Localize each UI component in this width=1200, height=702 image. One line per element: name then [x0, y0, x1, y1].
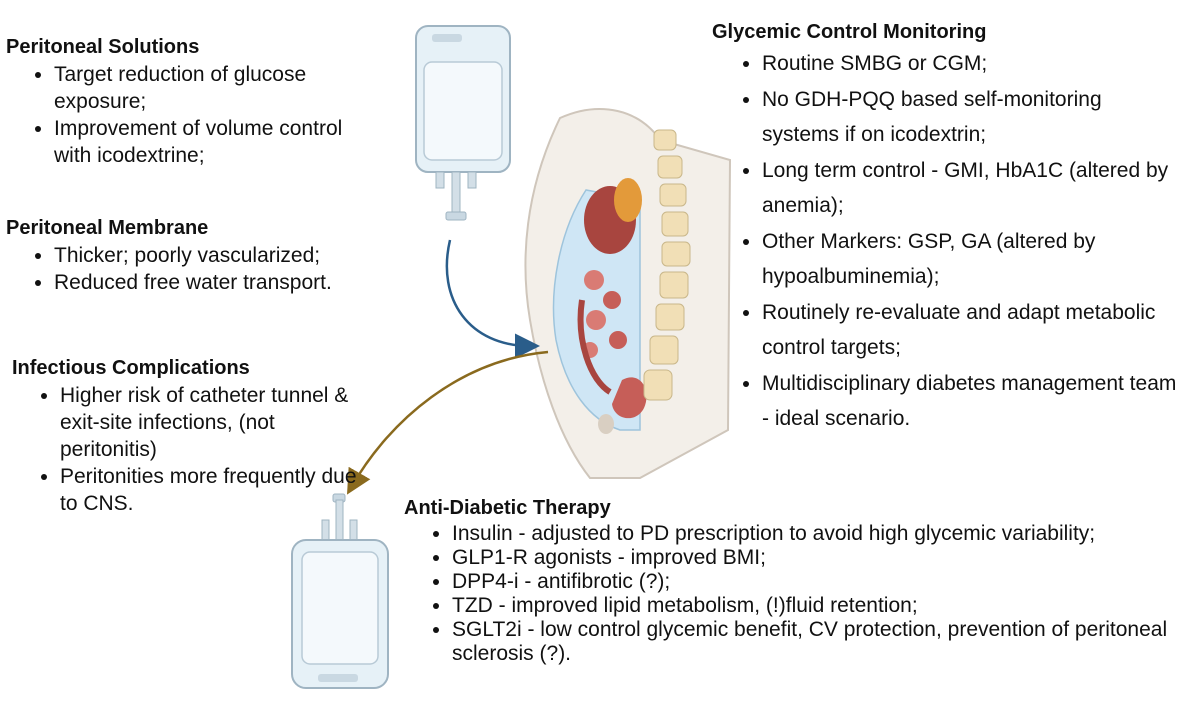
infectious-complications-section: Infectious Complications Higher risk of … — [12, 356, 362, 517]
list-item: Improvement of volume control with icode… — [54, 115, 366, 169]
section-title: Glycemic Control Monitoring — [712, 21, 987, 43]
list-item: Insulin - adjusted to PD prescription to… — [452, 522, 1194, 546]
list-item: No GDH-PQQ based self-monitoring systems… — [762, 82, 1182, 153]
drainage-bag — [291, 493, 389, 689]
list-item: Other Markers: GSP, GA (altered by hypoa… — [762, 224, 1182, 295]
outflow-arrow — [347, 350, 549, 495]
list-item: GLP1-R agonists - improved BMI; — [452, 546, 1194, 570]
abdomen-cross-section — [524, 108, 732, 479]
list-item: Thicker; poorly vascularized; — [54, 242, 386, 269]
list-item: Target reduction of glucose exposure; — [54, 61, 366, 115]
list-item: Long term control - GMI, HbA1C (altered … — [762, 153, 1182, 224]
list-item: SGLT2i - low control glycemic benefit, C… — [452, 618, 1194, 666]
section-title: Peritoneal Membrane — [6, 217, 209, 239]
anti-diabetic-therapy-section: Anti-Diabetic Therapy Insulin - adjusted… — [404, 496, 1194, 666]
fresh-dialysate-bag — [415, 25, 511, 221]
list-item: Routinely re-evaluate and adapt metaboli… — [762, 295, 1182, 366]
list-item: DPP4-i - antifibrotic (?); — [452, 570, 1194, 594]
peritoneal-solutions-section: Peritoneal Solutions Target reduction of… — [6, 35, 366, 169]
list-item: Higher risk of catheter tunnel & exit-si… — [60, 382, 362, 463]
peritoneal-membrane-section: Peritoneal Membrane Thicker; poorly vasc… — [6, 216, 386, 296]
section-title: Infectious Complications — [12, 357, 250, 379]
list-item: Peritonities more frequently due to CNS. — [60, 463, 362, 517]
section-title: Peritoneal Solutions — [6, 36, 200, 58]
list-item: TZD - improved lipid metabolism, (!)flui… — [452, 594, 1194, 618]
list-item: Routine SMBG or CGM; — [762, 46, 1182, 82]
section-title: Anti-Diabetic Therapy — [404, 497, 611, 519]
glycemic-control-monitoring-section: Glycemic Control Monitoring Routine SMBG… — [712, 20, 1182, 437]
list-item: Multidisciplinary diabetes management te… — [762, 366, 1182, 437]
inflow-arrow — [445, 239, 540, 359]
list-item: Reduced free water transport. — [54, 269, 386, 296]
